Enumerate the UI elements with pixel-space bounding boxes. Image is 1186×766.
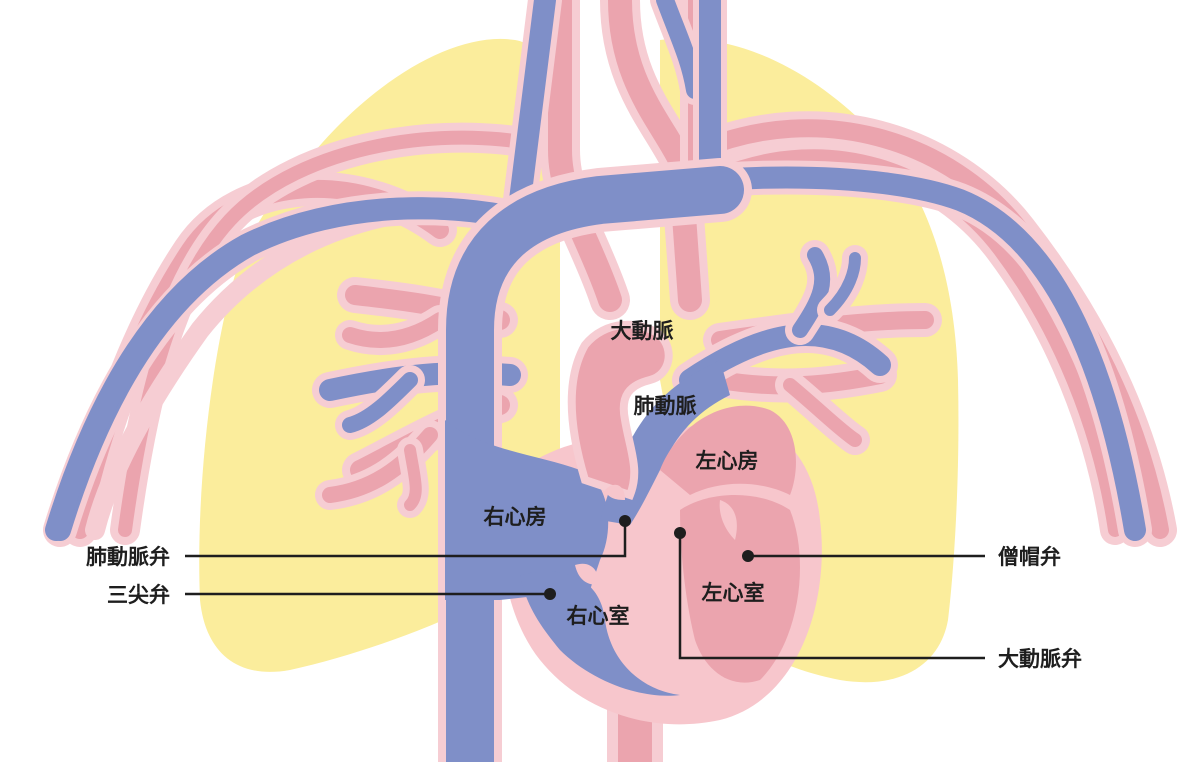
- vena-cava: [438, 158, 752, 766]
- aortic-valve-leaflet: [660, 483, 682, 498]
- aortic-arch: [567, 320, 673, 500]
- dot-tricuspid-valve: [544, 588, 556, 600]
- leader-aortic-valve: [678, 533, 985, 660]
- heart: [445, 320, 822, 725]
- callout-dots: [544, 515, 754, 600]
- pulmonary-valve-leaflet: [605, 484, 625, 500]
- callout-labels: 肺動脈弁 三尖弁 僧帽弁 大動脈弁: [86, 545, 1082, 671]
- label-right-ventricle: 右心室: [567, 604, 630, 628]
- dot-pulmonary-valve: [619, 515, 631, 527]
- mitral-valve-leaflet: [719, 500, 737, 540]
- left-ventricle-chamber: [680, 495, 800, 683]
- label-aortic-valve: 大動脈弁: [998, 647, 1082, 671]
- left-atrium-chamber: [660, 405, 796, 495]
- callout-lines: [185, 521, 985, 660]
- right-ventricle-chamber: [520, 571, 680, 696]
- label-aorta: 大動脈: [611, 319, 674, 343]
- tricuspid-valve-leaflet: [575, 563, 599, 585]
- label-right-atrium: 右心房: [484, 505, 547, 529]
- leader-pulmonary-valve: [185, 521, 627, 558]
- label-left-atrium: 左心房: [696, 449, 759, 473]
- label-pulmonary-artery: 肺動脈: [634, 394, 697, 418]
- chamber-labels: 大動脈 肺動脈 左心房 右心房 左心室 右心室: [484, 319, 765, 628]
- dot-mitral-valve: [742, 550, 754, 562]
- label-mitral-valve: 僧帽弁: [998, 545, 1061, 569]
- upper-vessels: [503, 0, 727, 320]
- label-tricuspid-valve: 三尖弁: [107, 583, 170, 607]
- label-pulmonary-valve: 肺動脈弁: [86, 545, 170, 569]
- label-left-ventricle: 左心室: [702, 581, 765, 605]
- dot-aortic-valve: [674, 527, 686, 539]
- peripheral-vessels-left: [43, 122, 575, 547]
